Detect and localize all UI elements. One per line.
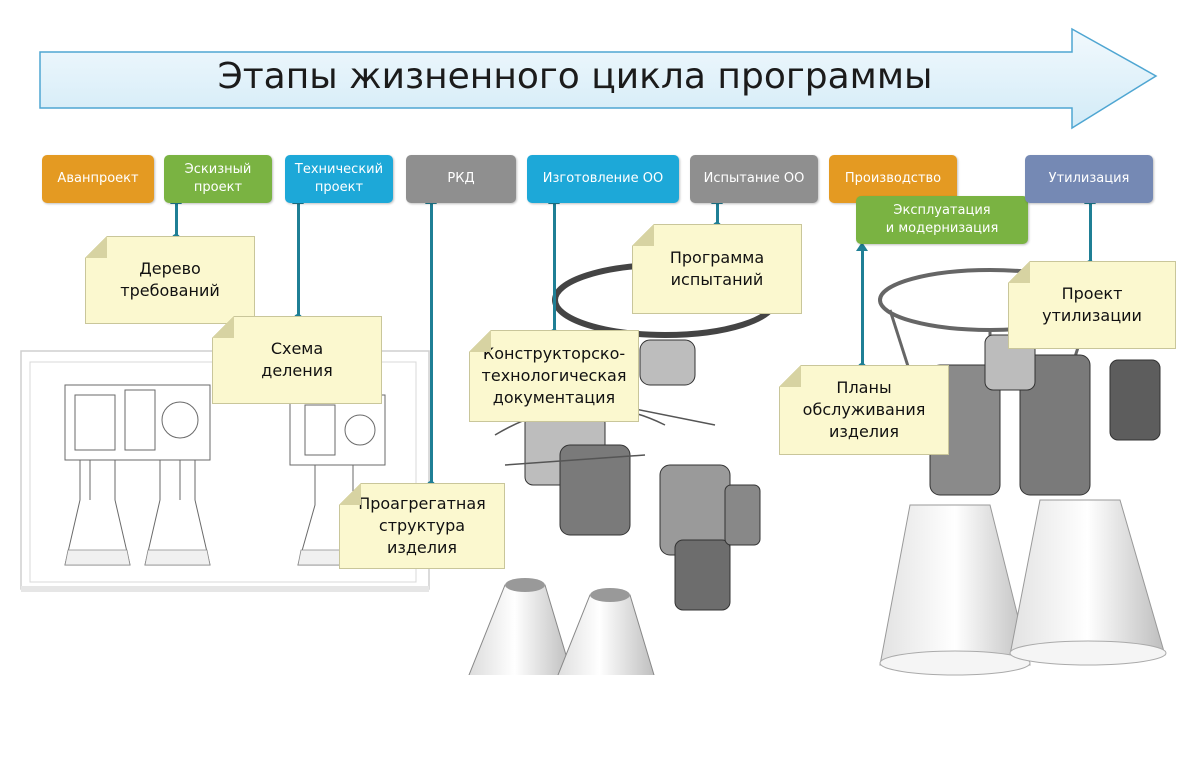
connector-requirements-tree (175, 200, 178, 238)
stage-prototype-testing: Испытание ОО (690, 155, 818, 203)
note-requirements-tree: Дерево требований (85, 236, 255, 324)
note-fold (85, 236, 107, 258)
note-text: Конструкторско- технологическая документ… (481, 344, 627, 407)
lifecycle-title: Этапы жизненного цикла программы (217, 55, 933, 97)
note-fold (1008, 261, 1030, 283)
connector-design-docs (553, 200, 556, 333)
engine-exploded-illustration (468, 262, 778, 675)
connector-test-program (716, 200, 719, 227)
note-division-scheme: Схема деления (212, 316, 382, 404)
connector-arrowhead (856, 242, 868, 251)
stage-operation-modernization: Эксплуатация и модернизация (856, 196, 1028, 244)
note-test-program: Программа испытаний (632, 224, 802, 314)
stage-label: Изготовление ОО (542, 171, 664, 186)
connector-disposal-project (1089, 200, 1092, 265)
note-text: Программа испытаний (669, 248, 765, 289)
stage-label: Технический проект (294, 162, 384, 195)
stage-label: Аванпроект (57, 171, 139, 186)
connector-unit-structure (430, 200, 433, 485)
note-design-docs: Конструкторско- технологическая документ… (469, 330, 639, 422)
stage-label: Эскизный проект (184, 162, 252, 195)
note-text: Дерево требований (120, 259, 220, 300)
note-text: Схема деления (261, 339, 333, 380)
note-text: Проект утилизации (1042, 284, 1142, 325)
stage-technical-design: Технический проект (285, 155, 393, 203)
stage-draft-design: Эскизный проект (164, 155, 272, 203)
connector-division-scheme (297, 200, 300, 318)
engine-assembled-illustration (878, 268, 1167, 676)
note-fold (339, 483, 361, 505)
stage-preliminary-design: Аванпроект (42, 155, 154, 203)
lifecycle-arrow (39, 27, 1158, 130)
stage-disposal: Утилизация (1025, 155, 1153, 203)
note-fold (469, 330, 491, 352)
stage-label: Утилизация (1048, 171, 1130, 186)
note-disposal-project: Проект утилизации (1008, 261, 1176, 349)
stage-label: РКД (447, 171, 475, 186)
note-maintenance-plans: Планы обслуживания изделия (779, 365, 949, 455)
stage-working-documentation: РКД (406, 155, 516, 203)
stage-label: Эксплуатация и модернизация (885, 203, 999, 236)
note-fold (632, 224, 654, 246)
note-unit-structure: Проагрегатная структура изделия (339, 483, 505, 569)
note-fold (212, 316, 234, 338)
stage-production: Производство (829, 155, 957, 203)
stage-label: Производство (844, 171, 942, 186)
connector-maintenance-plans (861, 247, 864, 367)
note-fold (779, 365, 801, 387)
stage-label: Испытание ОО (703, 171, 805, 186)
note-text: Проагрегатная структура изделия (358, 494, 486, 557)
stage-prototype-manufacturing: Изготовление ОО (527, 155, 679, 203)
note-text: Планы обслуживания изделия (802, 378, 926, 441)
